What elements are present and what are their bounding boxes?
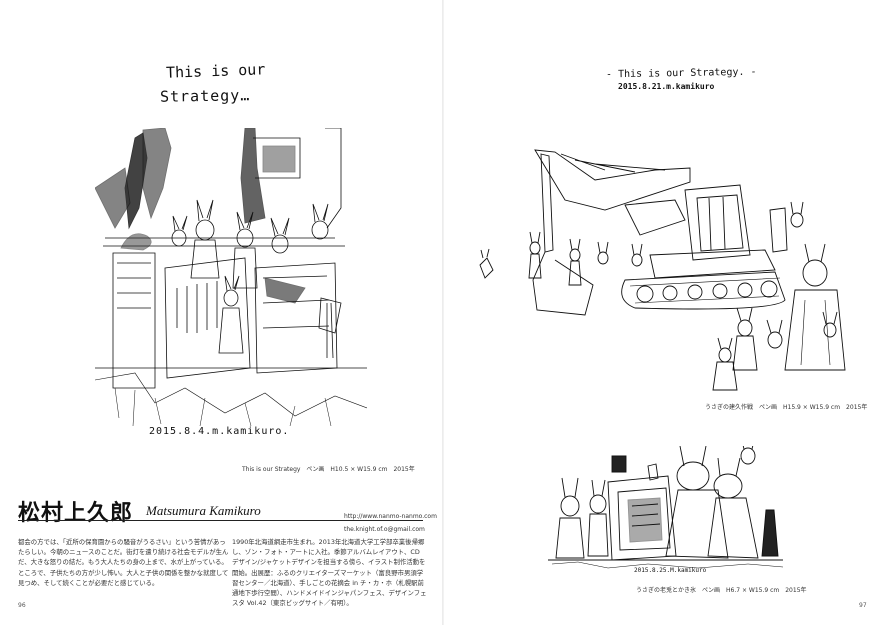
artwork-caption-top-right: うさぎの建久作戦 ペン画 H15.9 × W15.9 cm 2015年 [705, 404, 868, 411]
bio-line: 開始。出展歴：ふるのクリエイターズマーケット（富良野市男須学 [232, 568, 424, 577]
page-number-left: 96 [18, 602, 26, 609]
artist-website: http://www.nanmo-nanmo.com [344, 513, 437, 520]
pen-drawing-rabbits-shaved-ice [548, 446, 783, 569]
handwritten-signature-right: 2015.8.21.m.kamikuro [618, 82, 715, 91]
handwritten-signature-bottom: 2015.8.25.M.kamikuro [634, 567, 707, 574]
bio-line: し、ゾン・フォト・アートに入社。季節アルバムレイアウト、CD [232, 548, 420, 557]
page-gutter [442, 0, 444, 625]
name-rule [18, 520, 423, 521]
artwork-caption-bottom-right: うさぎの老兎とかき氷 ペン画 H6.7 × W15.9 cm 2015年 [636, 587, 807, 594]
handwritten-title-line1: This is our [165, 60, 266, 82]
artwork-caption: This is our Strategy ペン画 H10.5 × W15.9 c… [242, 466, 415, 473]
artist-email: the.knight.of.o@gmail.com [344, 526, 425, 533]
bio-line: デザイン/ジャケットデザインを担当する傍ら、イラスト制作活動を [232, 558, 426, 567]
pen-drawing-kitchen-rabbits [95, 128, 367, 427]
bio-line: スタ Vol.42（東京ビッグサイト／有明）。 [232, 599, 353, 608]
artist-name-english: Matsumura Kamikuro [146, 503, 261, 518]
statement-line: 都会の方では、「近所の保育園からの騒音がうるさい」という苦情があっ [18, 538, 226, 546]
handwritten-title-line2: Strategy… [159, 86, 251, 106]
artist-statement: 都会の方では、「近所の保育園からの騒音がうるさい」という苦情があっ たらしい。今… [18, 537, 228, 588]
bio-line: 1990年北海道網走市生まれ。2013年北海道大学工学部卒業後帰郷 [232, 538, 425, 546]
pen-drawing-excavator-rabbits [479, 149, 846, 391]
statement-line: 見つめ、そして続くことが必要だと感じている。 [18, 578, 159, 587]
page-number-right: 97 [859, 602, 867, 609]
statement-line: たらしい。今朝のニュースのことだ。街灯を遣り続ける社会モデルが生ん [18, 548, 229, 557]
bio-line: 習センター／北海道）、手しごとの花摘会 in チ・カ・ホ（札幌駅前 [232, 578, 424, 587]
handwritten-title-right: - This is our Strategy. - [605, 66, 757, 81]
artist-biography: 1990年北海道網走市生まれ。2013年北海道大学工学部卒業後帰郷 し、ゾン・フ… [232, 537, 427, 608]
statement-line: だ、大きな怒りの結だ。もう大人たちの身の上まで、水が上がっている。 [18, 558, 228, 567]
handwritten-signature: 2015.8.4.m.kamikuro. [149, 426, 290, 437]
bio-line: 通地下歩行空間）、ハンドメイドインジャパンフェス、デザインフェ [232, 589, 427, 598]
statement-line: ところで、子供たちの方が少し怖い。大人と子供の関係を整かな就度して [18, 568, 229, 577]
artist-name-japanese: 松村上久郎 [18, 500, 134, 526]
